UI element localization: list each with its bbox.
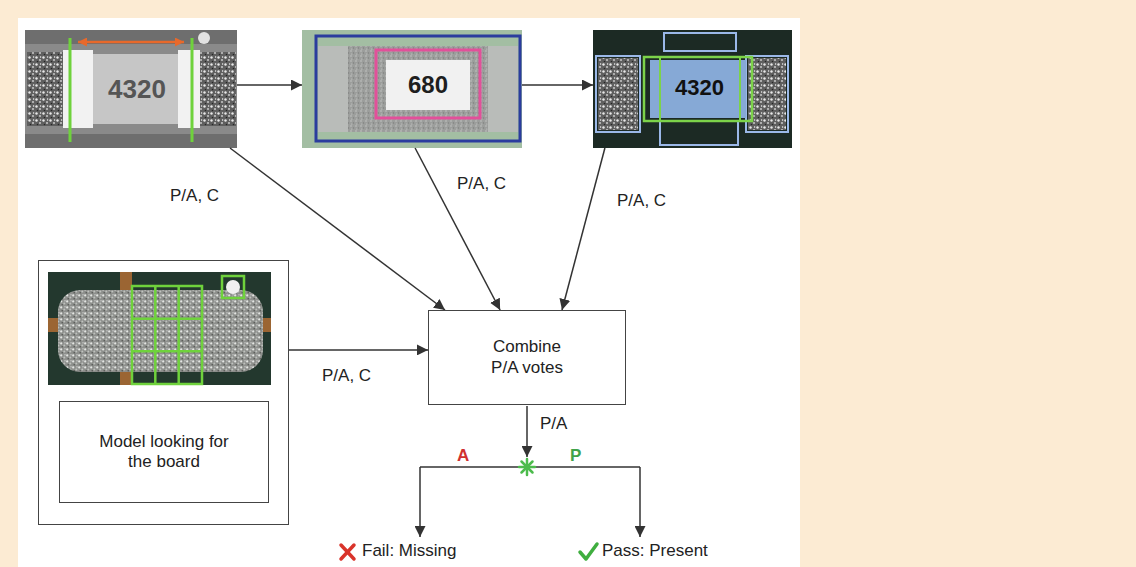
resistor-photo-grey [78,41,184,44]
edge-label: P/A, C [615,191,668,211]
resistor-photo-grey [25,30,237,44]
resistor-photo-green [488,46,518,132]
resistor-photo-grey [25,134,237,148]
flow-label: P/A [540,414,567,434]
resistor-photo-dark [659,57,661,121]
flow-arrow [562,148,605,310]
board-photo [132,286,202,384]
branch-label: A [457,446,469,466]
board-photo [132,317,202,320]
edge-label-holder: P/A, C [168,186,221,206]
resistor-photo-grey [198,32,210,44]
resistor-photo-dark [664,33,736,51]
junction-asterisk [522,462,533,473]
fail-cross [341,545,354,559]
flow-arrow [237,84,302,86]
flow-label-holder: P/A [540,414,567,434]
resistor-photo-green [316,36,520,141]
resistor-photo-grey [178,50,200,128]
resistor-photo-green [386,60,470,110]
fail-cross [341,545,354,559]
resistor-photo-grey [25,30,237,148]
process-box: Model looking for the board [59,401,269,503]
edge-label-holder: P/A, C [615,191,668,211]
board-photo [222,276,244,298]
resistor-photo-grey [25,30,237,148]
flow-arrow [415,148,500,310]
branch-label-holder: P [570,446,581,466]
board-photo [154,286,157,384]
part-marking: 4320 [675,75,724,101]
decision-lines [420,466,518,468]
board-photo [48,272,271,385]
decision-lines [420,406,640,537]
box-text: Combine P/A votes [483,337,571,378]
board-photo [132,350,202,353]
result-label-holder: Fail: Missing [362,541,456,561]
flow-arrow [230,148,445,310]
part-marking: 680 [408,71,448,100]
board-photo [58,290,263,372]
pass-check [580,544,597,559]
resistor-photo-dark [644,57,752,121]
part-marking: 4320 [108,74,166,105]
result-label: Fail: Missing [362,541,456,561]
resistor-photo-dark [650,60,746,118]
decision-lines [526,406,528,457]
resistor-photo-green [376,50,480,118]
decision-lines [536,466,640,468]
model-group-box: Model looking for the board [38,260,289,525]
resistor-photo-green [302,30,522,148]
board-photo [48,272,271,385]
junction-asterisk [519,459,535,475]
decision-lines [639,467,641,537]
fail-cross [341,545,354,559]
box-text: Model looking for the board [99,432,229,473]
junction-asterisk [522,462,533,473]
edge-label: P/A, C [320,366,373,386]
resistor-photo-dark [739,57,741,121]
edge-label-holder: P/A, C [320,366,373,386]
resistor-photo-grey [200,52,236,126]
flow-arrow [522,84,593,86]
resistor-photo-dark [593,30,792,148]
pass-check [580,544,597,559]
resistor-photo-dark [660,121,738,145]
result-label: Pass: Present [602,541,708,561]
board-photo [226,280,240,294]
resistor-photo-green [302,30,522,148]
resistor-photo-frame: 4320 [593,30,792,148]
branch-label: P [570,446,581,466]
edge-label: P/A, C [455,174,508,194]
resistor-photo-grey [27,52,63,126]
branch-label-holder: A [457,446,469,466]
edge-label: P/A, C [168,186,221,206]
edge-label-holder: P/A, C [455,174,508,194]
result-label-holder: Pass: Present [602,541,708,561]
resistor-photo-grey [93,54,178,124]
resistor-photo-frame: 4320 [25,30,237,148]
flow-arrow [289,349,428,351]
board-photo [177,286,180,384]
resistor-photo-dark [748,58,786,130]
process-box: Combine P/A votes [428,310,626,405]
resistor-photo-dark [596,56,640,132]
resistor-photo-frame: 680 [302,30,522,148]
resistor-photo-dark [598,58,638,130]
resistor-photo-green [318,46,518,132]
resistor-photo-green [318,46,348,132]
resistor-photo-grey [63,50,93,128]
resistor-photo-dark [593,30,792,148]
resistor-photo-grey [69,38,72,142]
resistor-photo-grey [191,38,194,142]
decision-lines [419,467,421,537]
